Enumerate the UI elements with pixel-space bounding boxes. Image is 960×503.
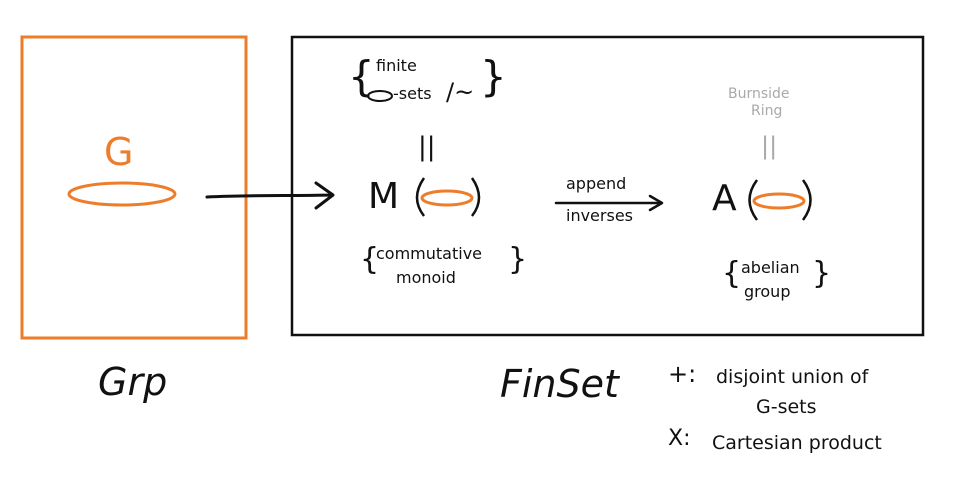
times-text: Cartesian product <box>712 432 882 454</box>
functor-arrow <box>205 193 334 199</box>
group-bottom-open-brace: { <box>722 256 742 291</box>
group-bottom-desc-line1: abelian <box>741 258 800 277</box>
monoid-arg-ellipse <box>420 189 474 207</box>
g-set-ellipse <box>67 181 177 207</box>
group-bottom-desc-line2: group <box>744 282 791 301</box>
plus-text-line1: disjoint union of <box>716 366 869 388</box>
monoid-quotient: /~ <box>446 78 475 106</box>
monoid-close-paren <box>470 177 481 217</box>
times-symbol: X: <box>668 426 691 451</box>
finset-category-label: FinSet <box>500 362 619 406</box>
burnside-ring-line1: Burnside <box>728 86 790 102</box>
monoid-bottom-desc-line2: monoid <box>396 268 456 287</box>
object-g-label: G <box>104 130 134 174</box>
grp-box <box>20 35 248 340</box>
monoid-bottom-close-brace: } <box>508 242 528 277</box>
group-arg-ellipse <box>752 192 806 210</box>
monoid-open-paren <box>415 177 426 217</box>
monoid-top-open-brace: { <box>348 52 375 101</box>
monoid-top-desc-line2: -sets <box>393 84 432 103</box>
monoid-top-desc-line1: finite <box>376 56 417 75</box>
group-completion-arrow-head <box>648 194 664 212</box>
monoid-bottom-desc-line1: commutative <box>376 244 483 263</box>
group-close-paren <box>801 179 812 221</box>
monoid-bottom-open-brace: { <box>360 242 380 277</box>
group-equals: || <box>761 132 778 160</box>
group-bottom-close-brace: } <box>812 256 832 291</box>
finite-sets-ellipse <box>367 90 393 102</box>
plus-symbol: +: <box>668 360 697 388</box>
monoid-symbol: M <box>368 176 400 217</box>
functor-arrow-head <box>314 181 335 210</box>
arrow-label-top: append <box>566 174 627 193</box>
burnside-ring-line2: Ring <box>751 103 783 119</box>
plus-text-line2: G-sets <box>756 396 817 418</box>
group-symbol: A <box>712 178 737 219</box>
monoid-top-close-brace: } <box>480 52 507 101</box>
arrow-label-bottom: inverses <box>566 206 633 225</box>
grp-category-label: Grp <box>98 360 168 404</box>
finset-box <box>290 35 925 337</box>
monoid-equals: || <box>418 132 436 162</box>
group-open-paren <box>748 179 759 221</box>
